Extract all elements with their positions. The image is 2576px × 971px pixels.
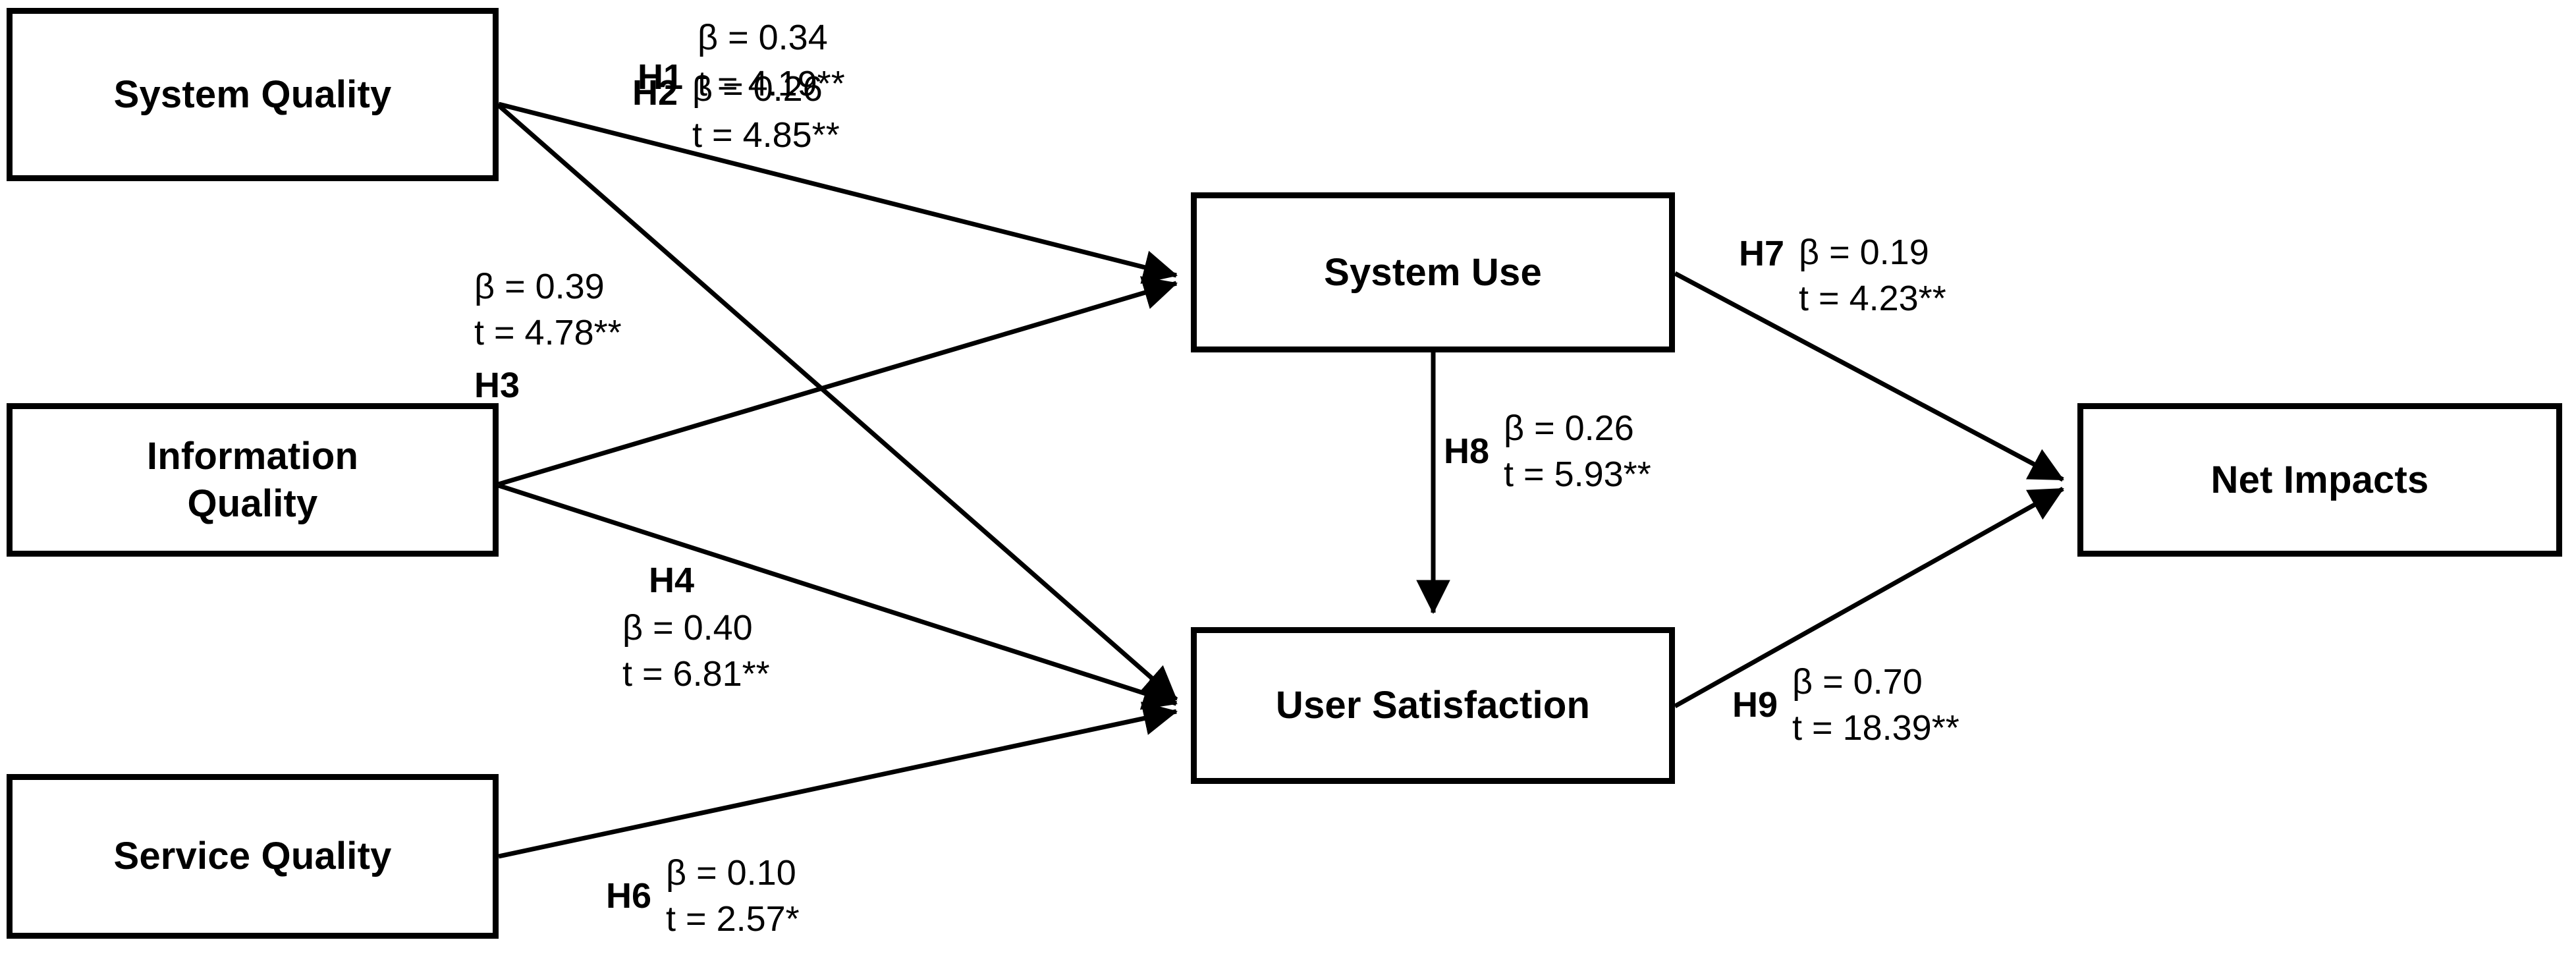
arrow-h1	[498, 101, 1178, 284]
path-label-h7-stats: β = 0.19 t = 4.23**	[1799, 229, 1946, 321]
path-label-h3-beta: β = 0.39	[474, 267, 605, 306]
node-user-satisfaction[interactable]: User Satisfaction	[1191, 627, 1675, 784]
path-label-h1: H1 β = 0.34 t = 4.19**	[638, 14, 845, 107]
path-label-h2: H2 β = 0.26 t = 4.85**	[632, 66, 840, 158]
node-net-impacts-label: Net Impacts	[2210, 458, 2429, 501]
path-label-h8-stats: β = 0.26 t = 5.93**	[1504, 405, 1651, 497]
path-label-h7-beta: β = 0.19	[1799, 233, 1929, 272]
path-label-h8-beta: β = 0.26	[1504, 408, 1634, 448]
node-information-quality[interactable]: Information Quality	[7, 403, 499, 557]
path-label-h7-hypothesis: H7	[1739, 234, 1785, 273]
path-label-h9-t: t = 18.39**	[1792, 708, 1959, 748]
path-label-h9: H9 β = 0.70 t = 18.39**	[1732, 659, 1959, 751]
node-system-use-label: System Use	[1324, 250, 1542, 294]
node-system-quality[interactable]: System Quality	[7, 8, 499, 181]
path-label-h3-hypothesis: H3	[474, 366, 520, 406]
path-label-h7: H7 β = 0.19 t = 4.23**	[1739, 229, 1946, 321]
arrow-h2	[497, 103, 1178, 702]
node-information-quality-label: Information Quality	[146, 434, 359, 525]
node-service-quality-label: Service Quality	[113, 835, 392, 878]
path-label-h1-hypothesis: H1	[638, 57, 684, 97]
path-label-h1-stats: β = 0.34 t = 4.19**	[698, 14, 845, 107]
arrow-h3	[498, 276, 1178, 487]
path-label-h8-t: t = 5.93**	[1504, 455, 1651, 495]
path-label-h9-hypothesis: H9	[1732, 685, 1778, 725]
path-label-h4: H4 β = 0.40 t = 6.81**	[622, 560, 770, 697]
path-label-h8-hypothesis: H8	[1444, 431, 1490, 472]
path-label-h2-beta: β = 0.26	[692, 69, 823, 109]
arrow-h4	[497, 483, 1178, 710]
path-label-h2-t: t = 4.85**	[692, 115, 840, 155]
path-label-h4-t: t = 6.81**	[622, 654, 770, 694]
path-label-h2-hypothesis: H2	[632, 73, 678, 113]
path-label-h6-stats: β = 0.10 t = 2.57*	[666, 850, 800, 942]
node-user-satisfaction-label: User Satisfaction	[1275, 684, 1591, 727]
path-label-h6: H6 β = 0.10 t = 2.57*	[606, 850, 800, 942]
arrow-h9	[1674, 486, 2064, 709]
path-label-h6-beta: β = 0.10	[666, 853, 796, 893]
path-label-h3-t: t = 4.78**	[474, 313, 622, 353]
path-label-h6-t: t = 2.57*	[666, 899, 800, 939]
path-label-h2-stats: β = 0.26 t = 4.85**	[692, 66, 840, 158]
path-label-h9-beta: β = 0.70	[1792, 662, 1923, 702]
arrow-h7	[1674, 271, 2064, 482]
path-label-h3: β = 0.39 t = 4.78** H3	[474, 264, 622, 406]
path-label-h7-t: t = 4.23**	[1799, 279, 1946, 319]
node-service-quality[interactable]: Service Quality	[7, 774, 499, 939]
path-label-h4-hypothesis: H4	[649, 561, 695, 600]
path-label-h1-t: t = 4.19**	[698, 64, 845, 104]
path-label-h8: H8 β = 0.26 t = 5.93**	[1444, 405, 1651, 497]
path-label-h9-stats: β = 0.70 t = 18.39**	[1792, 659, 1959, 751]
path-label-h4-beta: β = 0.40	[622, 608, 753, 648]
node-system-quality-label: System Quality	[113, 72, 392, 116]
arrow-h6	[498, 702, 1178, 859]
node-net-impacts[interactable]: Net Impacts	[2077, 403, 2562, 557]
path-label-h6-hypothesis: H6	[606, 876, 652, 916]
node-system-use[interactable]: System Use	[1191, 192, 1675, 352]
path-label-h1-beta: β = 0.34	[698, 18, 828, 57]
